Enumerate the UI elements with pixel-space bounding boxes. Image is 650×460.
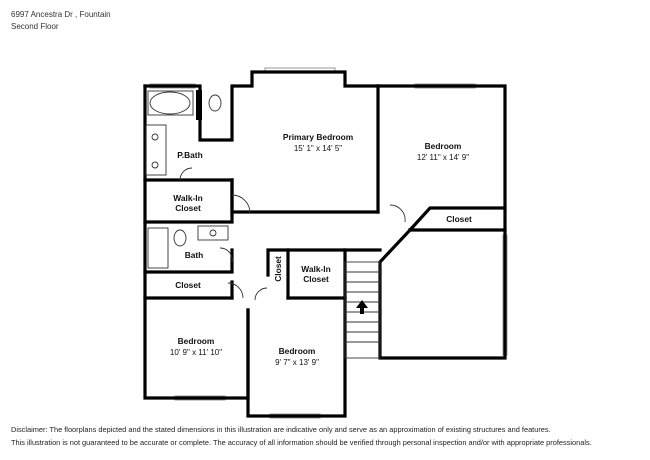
room-name-bedroom-s: Bedroom bbox=[279, 346, 316, 356]
room-name-bedroom-sw: Bedroom bbox=[178, 336, 215, 346]
fixtures bbox=[145, 90, 406, 359]
room-dims-bedroom-s: 9' 7" x 13' 9" bbox=[275, 358, 319, 367]
room-name-closet-vertical: Closet bbox=[273, 256, 283, 282]
room-name-walkin-closet-1a: Walk-In bbox=[173, 193, 202, 203]
room-name-bath: Bath bbox=[185, 250, 204, 260]
property-address: 6997 Ancestra Dr , Fountain bbox=[11, 10, 111, 19]
room-dims-primary-bedroom: 15' 1" x 14' 5" bbox=[294, 144, 342, 153]
stairs-up-arrow-icon bbox=[356, 300, 368, 314]
bathtub-hall bbox=[147, 227, 169, 269]
room-name-bedroom-ne: Bedroom bbox=[425, 141, 462, 151]
room-name-walkin-closet-1b: Closet bbox=[175, 203, 201, 213]
bathtub-primary bbox=[149, 91, 191, 115]
room-dims-bedroom-sw: 10' 9" x 11' 10" bbox=[170, 348, 222, 357]
windows bbox=[149, 67, 508, 419]
staircase bbox=[344, 261, 381, 359]
room-name-closet-w: Closet bbox=[175, 280, 201, 290]
room-name-closet-ne: Closet bbox=[446, 214, 472, 224]
room-dims-bedroom-ne: 12' 11" x 14' 9" bbox=[417, 153, 469, 162]
floor-plan: Primary Bedroom 15' 1" x 14' 5" Bedroom … bbox=[143, 67, 508, 419]
doors bbox=[179, 167, 406, 301]
room-name-primary-bedroom: Primary Bedroom bbox=[283, 132, 353, 142]
floor-label: Second Floor bbox=[11, 22, 59, 31]
room-name-pbath: P.Bath bbox=[177, 150, 202, 160]
room-name-walkin-closet-2a: Walk-In bbox=[301, 264, 330, 274]
walls bbox=[143, 70, 507, 418]
disclaimer-line-2: This illustration is not guaranteed to b… bbox=[11, 438, 592, 447]
room-labels: Primary Bedroom 15' 1" x 14' 5" Bedroom … bbox=[170, 132, 472, 367]
disclaimer-line-1: Disclaimer: The floorplans depicted and … bbox=[11, 425, 551, 434]
toilet-primary bbox=[208, 94, 222, 112]
room-name-walkin-closet-2b: Closet bbox=[303, 274, 329, 284]
toilet-hall bbox=[173, 229, 187, 247]
